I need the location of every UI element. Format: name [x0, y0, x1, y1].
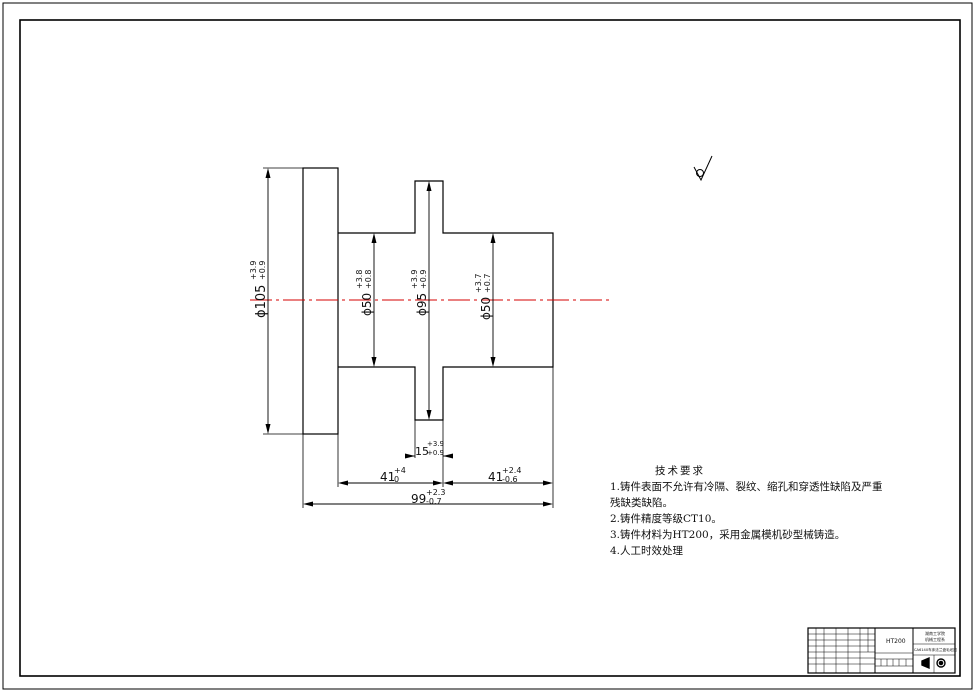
dim-d105-lower: +0.9 [258, 261, 267, 280]
dim-len41-left-lower: 0 [394, 475, 399, 484]
dim-d50-right-upper: +3.7 [474, 274, 483, 293]
dim-d95-lower: +0.9 [419, 270, 428, 289]
dim-len15-value: 15 [415, 445, 429, 458]
title-block-material: HT200 [886, 638, 906, 645]
dim-len41-right-value: 41 [488, 470, 503, 484]
dim-len15-lower: +0.9 [427, 449, 444, 457]
dim-d50-left-lower: +0.8 [364, 270, 373, 289]
dim-len99-value: 99 [411, 492, 426, 506]
dimension-lines [267, 172, 549, 505]
dim-d105-value: ϕ105 [254, 285, 269, 318]
dim-d95: ϕ95 +3.9 +0.9 [410, 270, 429, 316]
tech-req-line-5: 4.人工时效处理 [610, 545, 684, 557]
dim-d105-upper: +3.9 [249, 261, 258, 280]
title-block-school-2: 机械工程系 [925, 636, 945, 642]
projection-symbol-icon [921, 656, 946, 670]
tech-req-line-3: 2.铸件精度等级CT10。 [610, 513, 722, 525]
tech-req-line-1: 1.铸件表面不允许有冷隔、裂纹、缩孔和穿透性缺陷及严重 [610, 481, 883, 493]
tech-req-title: 技术要求 [655, 465, 705, 477]
dim-d50-left-value: ϕ50 [360, 293, 374, 316]
dim-len41-right: 41 +2.4 -0.6 [488, 466, 521, 484]
tech-req-line-2: 残缺类缺陷。 [610, 497, 673, 509]
dim-d50-right: ϕ50 +3.7 +0.7 [474, 274, 493, 320]
dim-len99: 99 +2.3 -0.7 [411, 488, 445, 506]
dim-len15: 15 +3.9 +0.9 [415, 440, 444, 458]
dim-len41-left-value: 41 [380, 470, 395, 484]
title-block-school-1: 湖南工学院 [925, 630, 945, 636]
arrowheads [265, 168, 553, 507]
title-block [807, 627, 956, 674]
dim-len41-left-upper: +4 [394, 466, 406, 475]
technical-requirements: 技术要求 1.铸件表面不允许有冷隔、裂纹、缩孔和穿透性缺陷及严重 残缺类缺陷。 … [610, 463, 890, 559]
dim-len99-lower: -0.7 [426, 497, 442, 506]
dim-len99-upper: +2.3 [426, 488, 445, 497]
dim-d95-upper: +3.9 [410, 270, 419, 289]
title-block-drawing-name: CA6140车床法兰盘毛坯图 [914, 647, 957, 652]
dim-d95-value: ϕ95 [415, 293, 429, 316]
dim-d50-left: ϕ50 +3.8 +0.8 [355, 270, 374, 316]
dim-d50-right-value: ϕ50 [479, 297, 493, 320]
dim-d50-left-upper: +3.8 [355, 270, 364, 289]
dim-d105: ϕ105 +3.9 +0.9 [249, 261, 269, 318]
dim-len41-right-lower: -0.6 [502, 475, 518, 484]
dim-len15-upper: +3.9 [427, 440, 444, 448]
surface-finish-icon [693, 155, 713, 182]
tech-req-line-4: 3.铸件材料为HT200，采用金属模机砂型械铸造。 [610, 529, 846, 541]
inner-frame [19, 19, 961, 677]
dim-len41-right-upper: +2.4 [502, 466, 521, 475]
dim-len41-left: 41 +4 0 [380, 466, 406, 484]
extension-lines [263, 167, 554, 508]
dim-d50-right-lower: +0.7 [483, 274, 492, 293]
